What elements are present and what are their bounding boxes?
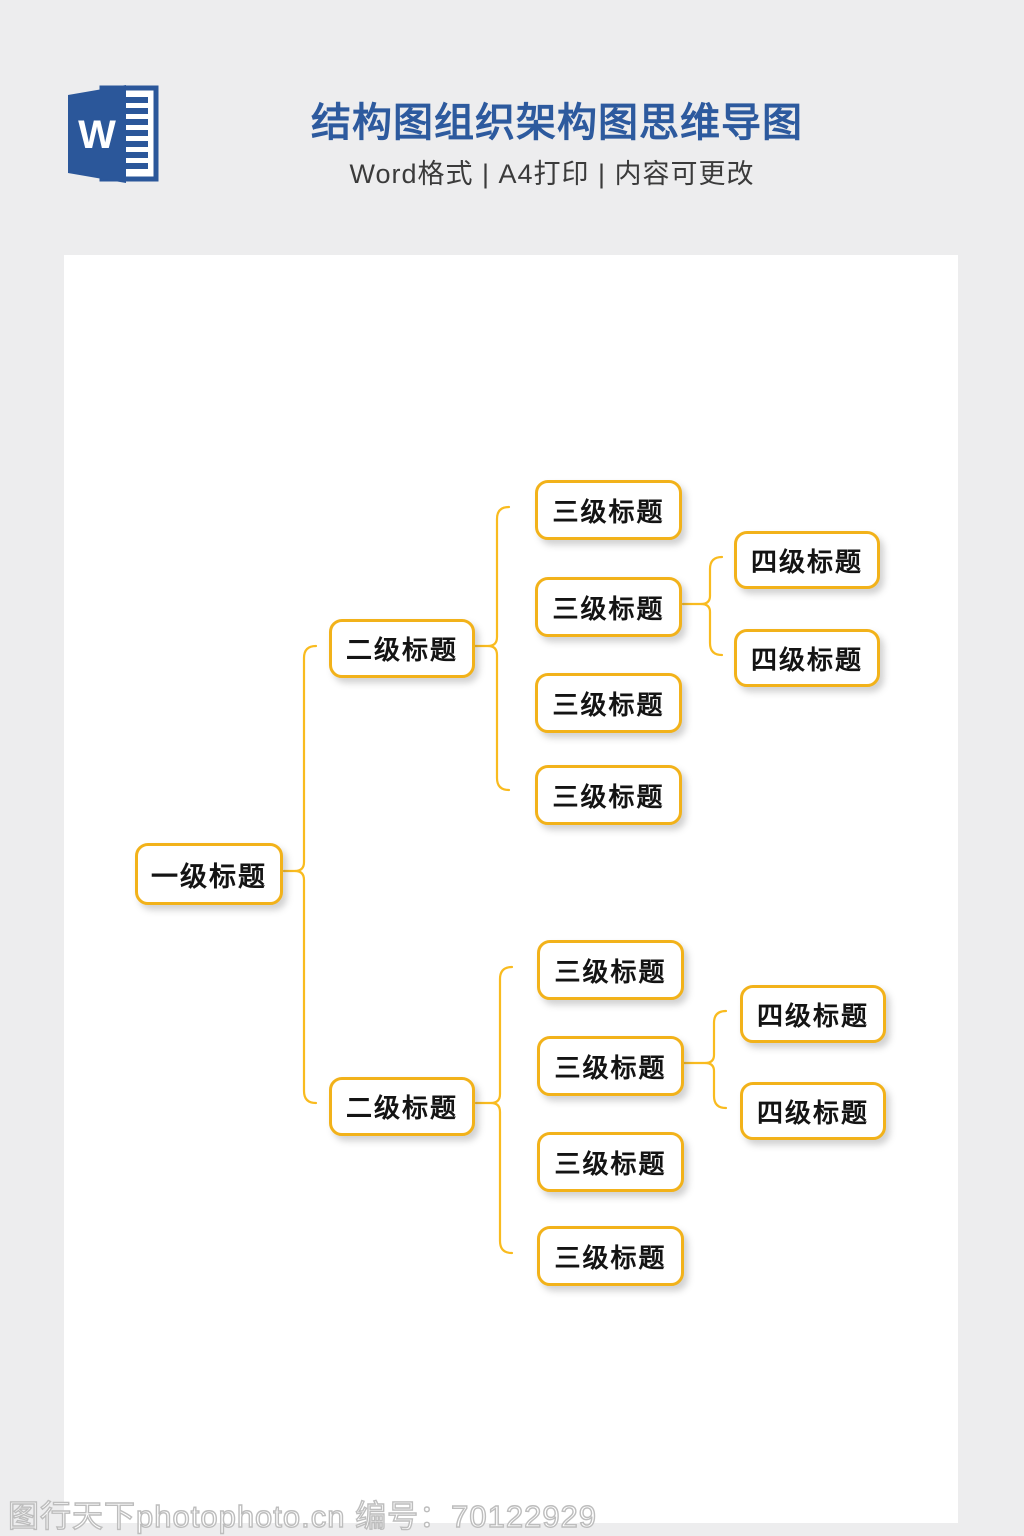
node-level3-6: 三级标题 xyxy=(537,1036,684,1096)
node-level3-5: 三级标题 xyxy=(537,940,684,1000)
node-label: 三级标题 xyxy=(552,781,665,812)
node-level2-2: 二级标题 xyxy=(329,1077,475,1136)
node-label: 三级标题 xyxy=(554,1148,667,1179)
node-label: 四级标题 xyxy=(756,1097,869,1128)
node-label: 三级标题 xyxy=(554,1242,667,1273)
page-subtitle: Word格式 | A4打印 | 内容可更改 xyxy=(349,159,755,189)
node-label: 三级标题 xyxy=(554,956,667,987)
node-label: 三级标题 xyxy=(554,1052,667,1083)
node-label: 一级标题 xyxy=(151,861,267,892)
node-label: 三级标题 xyxy=(552,593,665,624)
node-level3-2: 三级标题 xyxy=(535,577,682,637)
node-label: 四级标题 xyxy=(756,1000,869,1031)
node-label: 三级标题 xyxy=(552,496,665,527)
node-label: 四级标题 xyxy=(750,644,863,675)
node-level3-8: 三级标题 xyxy=(537,1226,684,1286)
node-level1: 一级标题 xyxy=(135,843,283,905)
node-level4-3: 四级标题 xyxy=(740,985,886,1043)
node-level4-1: 四级标题 xyxy=(734,531,880,589)
node-label: 二级标题 xyxy=(345,1093,458,1123)
node-level3-3: 三级标题 xyxy=(535,673,682,733)
node-level3-1: 三级标题 xyxy=(535,480,682,540)
word-icon-letter: W xyxy=(78,113,116,157)
node-label: 二级标题 xyxy=(345,635,458,665)
word-icon: W xyxy=(68,85,159,183)
node-level3-7: 三级标题 xyxy=(537,1132,684,1192)
node-level4-4: 四级标题 xyxy=(740,1082,886,1140)
node-level4-2: 四级标题 xyxy=(734,629,880,687)
node-level3-4: 三级标题 xyxy=(535,765,682,825)
word-icon-front-panel xyxy=(68,85,126,183)
node-label: 四级标题 xyxy=(750,546,863,577)
node-label: 三级标题 xyxy=(552,689,665,720)
page-title: 结构图组织架构图思维导图 xyxy=(311,101,803,145)
node-level2-1: 二级标题 xyxy=(329,619,475,678)
word-icon-text-lines xyxy=(112,97,148,169)
site-watermark: 图行天下photophoto.cn 编号：70122929 xyxy=(7,1498,598,1534)
